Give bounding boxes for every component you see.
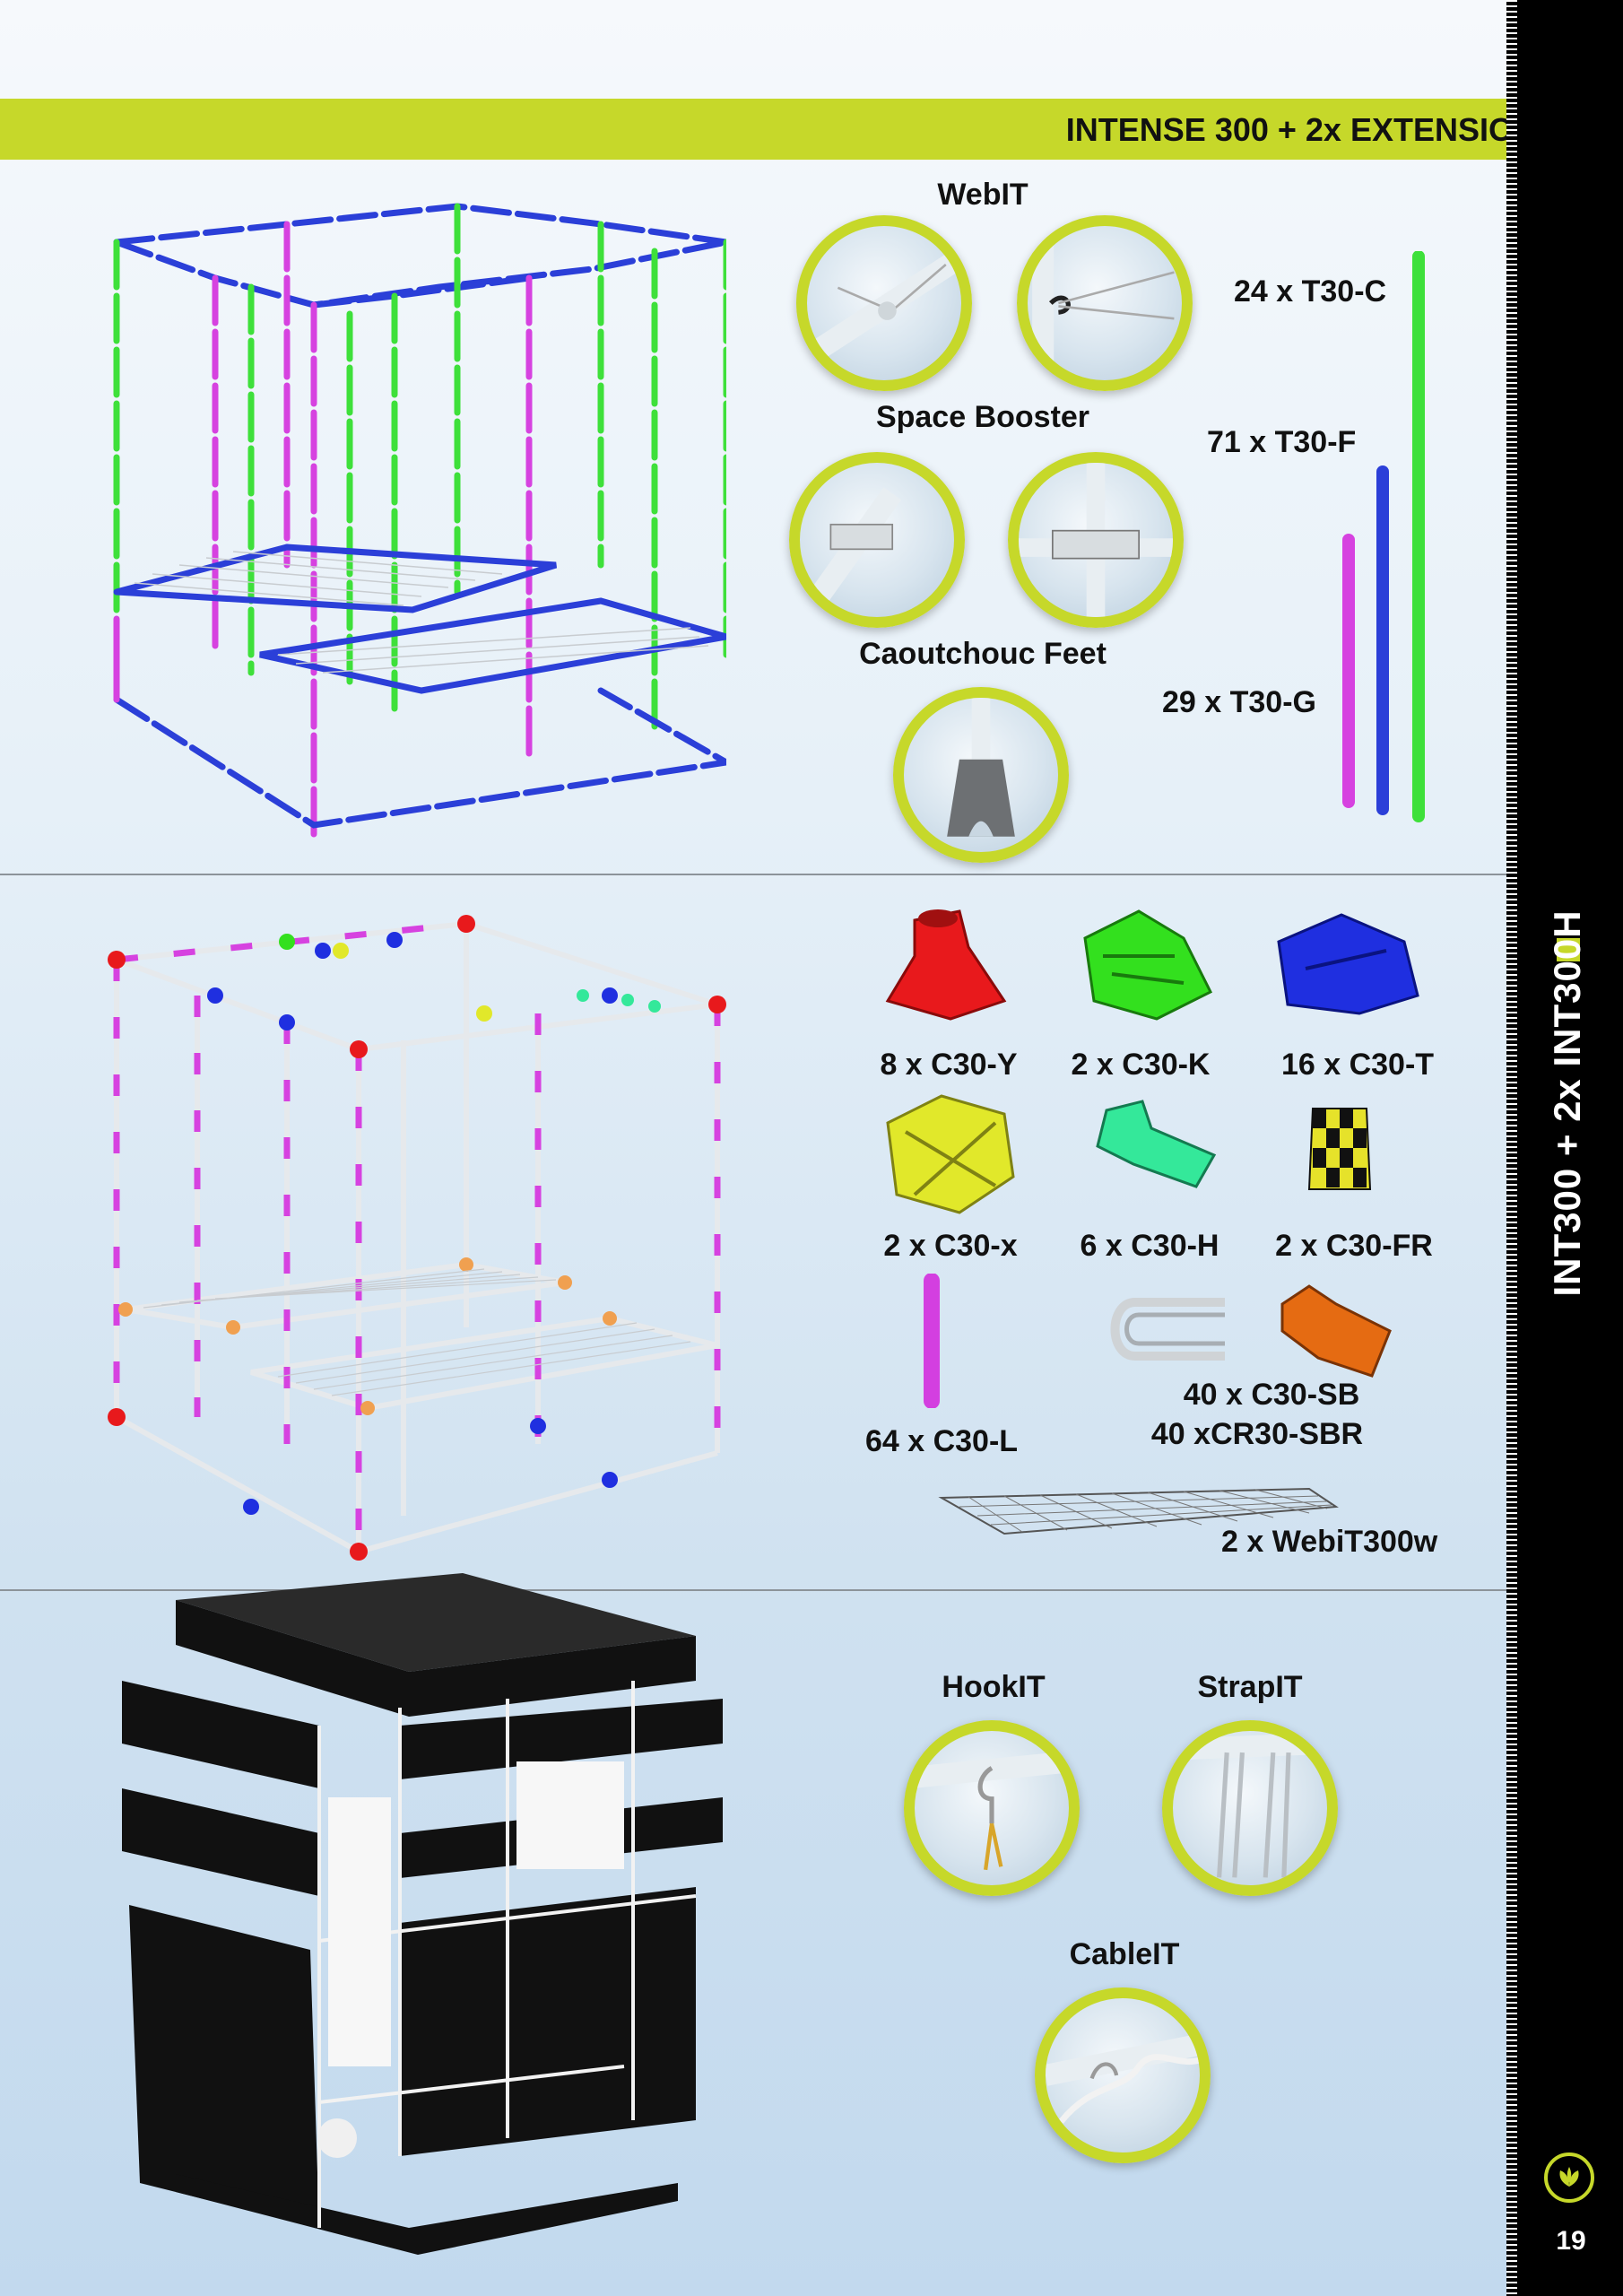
hookit-circle — [904, 1720, 1080, 1896]
webit-detail-circle — [796, 215, 972, 391]
space-booster-circle-2 — [1008, 452, 1184, 628]
caoutchouc-feet-label: Caoutchouc Feet — [859, 637, 1107, 671]
webit-net-icon — [938, 1487, 1339, 1535]
sidebar — [1506, 0, 1623, 2296]
header-banner — [0, 99, 1589, 160]
space-booster-circle-1 — [789, 452, 965, 628]
pole-label-c: 24 x T30-C — [1234, 274, 1387, 309]
connector-label-sb: 40 x C30-SB — [1183, 1378, 1360, 1412]
pole-label-g: 29 x T30-G — [1162, 685, 1316, 719]
hookit-label: HookIT — [942, 1670, 1046, 1704]
tent-assembly-drawing — [122, 1573, 723, 2255]
connector-label-l: 64 x C30-L — [864, 1424, 1019, 1458]
webit-hook-circle — [1017, 215, 1193, 391]
poles-illustration — [1342, 251, 1425, 822]
connector-label-sbr: 40 xCR30-SBR — [1150, 1417, 1364, 1451]
webit-label: WebIT — [937, 178, 1028, 212]
connector-k-icon — [1083, 909, 1213, 1021]
connector-label-x: 2 x C30-x — [883, 1229, 1018, 1263]
connector-t-icon — [1277, 913, 1419, 1015]
connector-label-webit: 2 x WebiT300w — [1221, 1525, 1438, 1559]
connector-x-icon — [886, 1094, 1015, 1214]
connector-h-icon — [1096, 1100, 1217, 1188]
sidebar-title: INT300 + 2x INT300H — [1546, 909, 1588, 1297]
sidebar-accent-square — [1557, 938, 1580, 961]
header-title: INTENSE 300 + 2x EXTENSION — [1065, 111, 1537, 148]
page-number: 19 — [1556, 2226, 1586, 2256]
space-booster-ring-icon — [1280, 1284, 1392, 1378]
sidebar-ruler — [1506, 0, 1517, 2296]
pole-label-f: 71 x T30-F — [1207, 425, 1357, 459]
strapit-circle — [1162, 1720, 1338, 1896]
connector-label-h: 6 x C30-H — [1080, 1229, 1219, 1263]
connector-l-icon — [924, 1274, 940, 1408]
brand-logo-icon — [1544, 2152, 1594, 2203]
connector-label-k: 2 x C30-K — [1071, 1048, 1211, 1082]
cableit-label: CableIT — [1069, 1937, 1180, 1971]
section-divider — [0, 874, 1506, 875]
frame-connectors-drawing — [108, 915, 726, 1561]
connector-label-t: 16 x C30-T — [1280, 1048, 1435, 1082]
caoutchouc-feet-circle — [893, 687, 1069, 863]
connector-y-icon — [885, 909, 1007, 1021]
connector-label-y: 8 x C30-Y — [880, 1048, 1018, 1082]
connector-label-fr: 2 x C30-FR — [1275, 1229, 1433, 1263]
connector-fr-icon — [1307, 1108, 1372, 1190]
frame-poles-drawing — [113, 203, 726, 838]
space-booster-label: Space Booster — [875, 400, 1090, 434]
space-booster-clip-icon — [1110, 1298, 1225, 1361]
cableit-circle — [1035, 1987, 1211, 2163]
section-divider — [0, 1589, 1506, 1591]
strapit-label: StrapIT — [1197, 1670, 1303, 1704]
